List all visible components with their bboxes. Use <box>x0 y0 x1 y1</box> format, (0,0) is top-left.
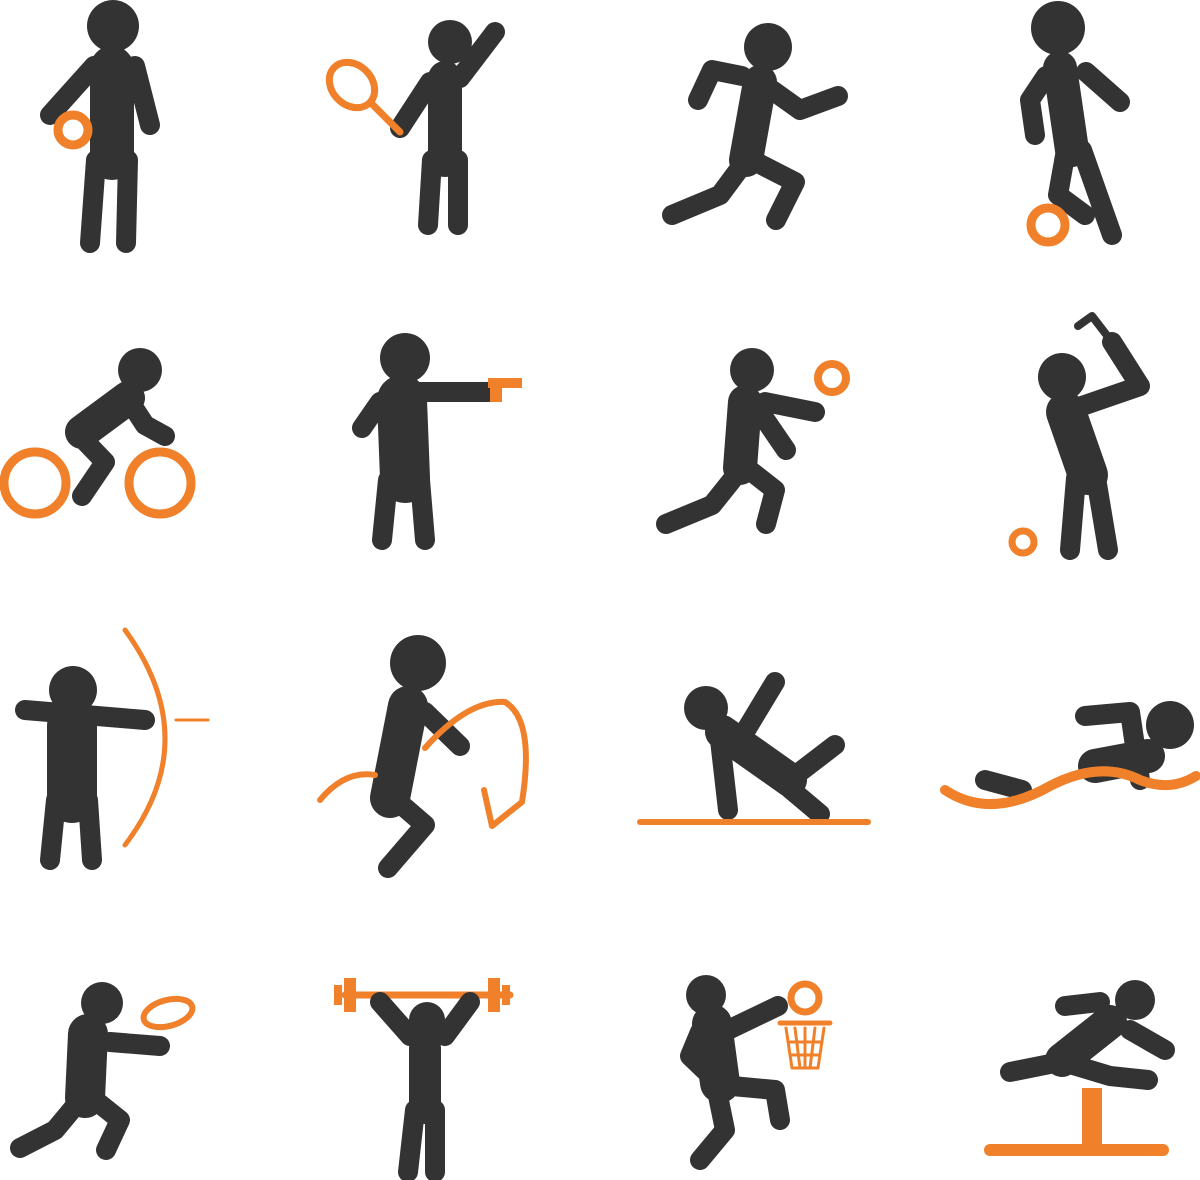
american-football-icon <box>10 982 196 1160</box>
cycling-icon <box>0 348 196 519</box>
volleyball-icon <box>656 348 850 534</box>
tennis-icon <box>325 20 505 235</box>
running-icon <box>662 23 848 230</box>
soccer-icon <box>1020 1 1130 247</box>
basketball-dunk-icon <box>680 975 833 1170</box>
archery-icon <box>15 627 210 870</box>
swimming-icon <box>940 701 1200 810</box>
hurdles-icon <box>984 980 1175 1156</box>
weightlifting-icon <box>334 978 514 1180</box>
basketball-dribble-icon <box>40 0 160 253</box>
equestrian-icon <box>317 635 529 878</box>
shooting-icon <box>352 333 522 550</box>
golf-icon <box>1008 312 1150 560</box>
gymnastics-icon <box>637 672 871 825</box>
